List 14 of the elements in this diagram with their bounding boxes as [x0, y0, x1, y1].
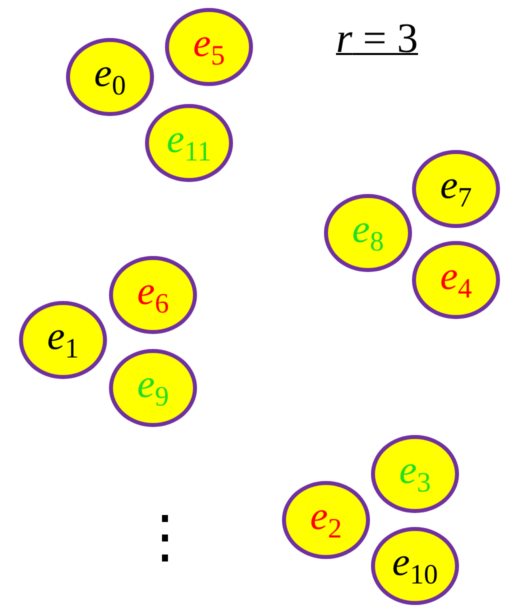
element-label: e$_{1}$	[47, 316, 79, 364]
parameter-label: r = 3	[336, 18, 418, 60]
element-label: e$_{4}$	[440, 256, 472, 304]
element-label: e$_{0}$	[94, 53, 126, 101]
element-label: e$_{9}$	[137, 364, 169, 412]
vertical-ellipsis: ⋮	[136, 508, 194, 566]
element-label: e$_{10}$	[392, 542, 438, 590]
element-label: e$_{5}$	[193, 23, 225, 71]
element-label: e$_{7}$	[440, 165, 472, 213]
element-label: e$_{11}$	[166, 119, 212, 167]
element-label: e$_{8}$	[352, 209, 384, 257]
element-label: e$_{2}$	[310, 496, 342, 544]
element-label: e$_{3}$	[399, 450, 431, 498]
element-label: e$_{6}$	[137, 271, 169, 319]
